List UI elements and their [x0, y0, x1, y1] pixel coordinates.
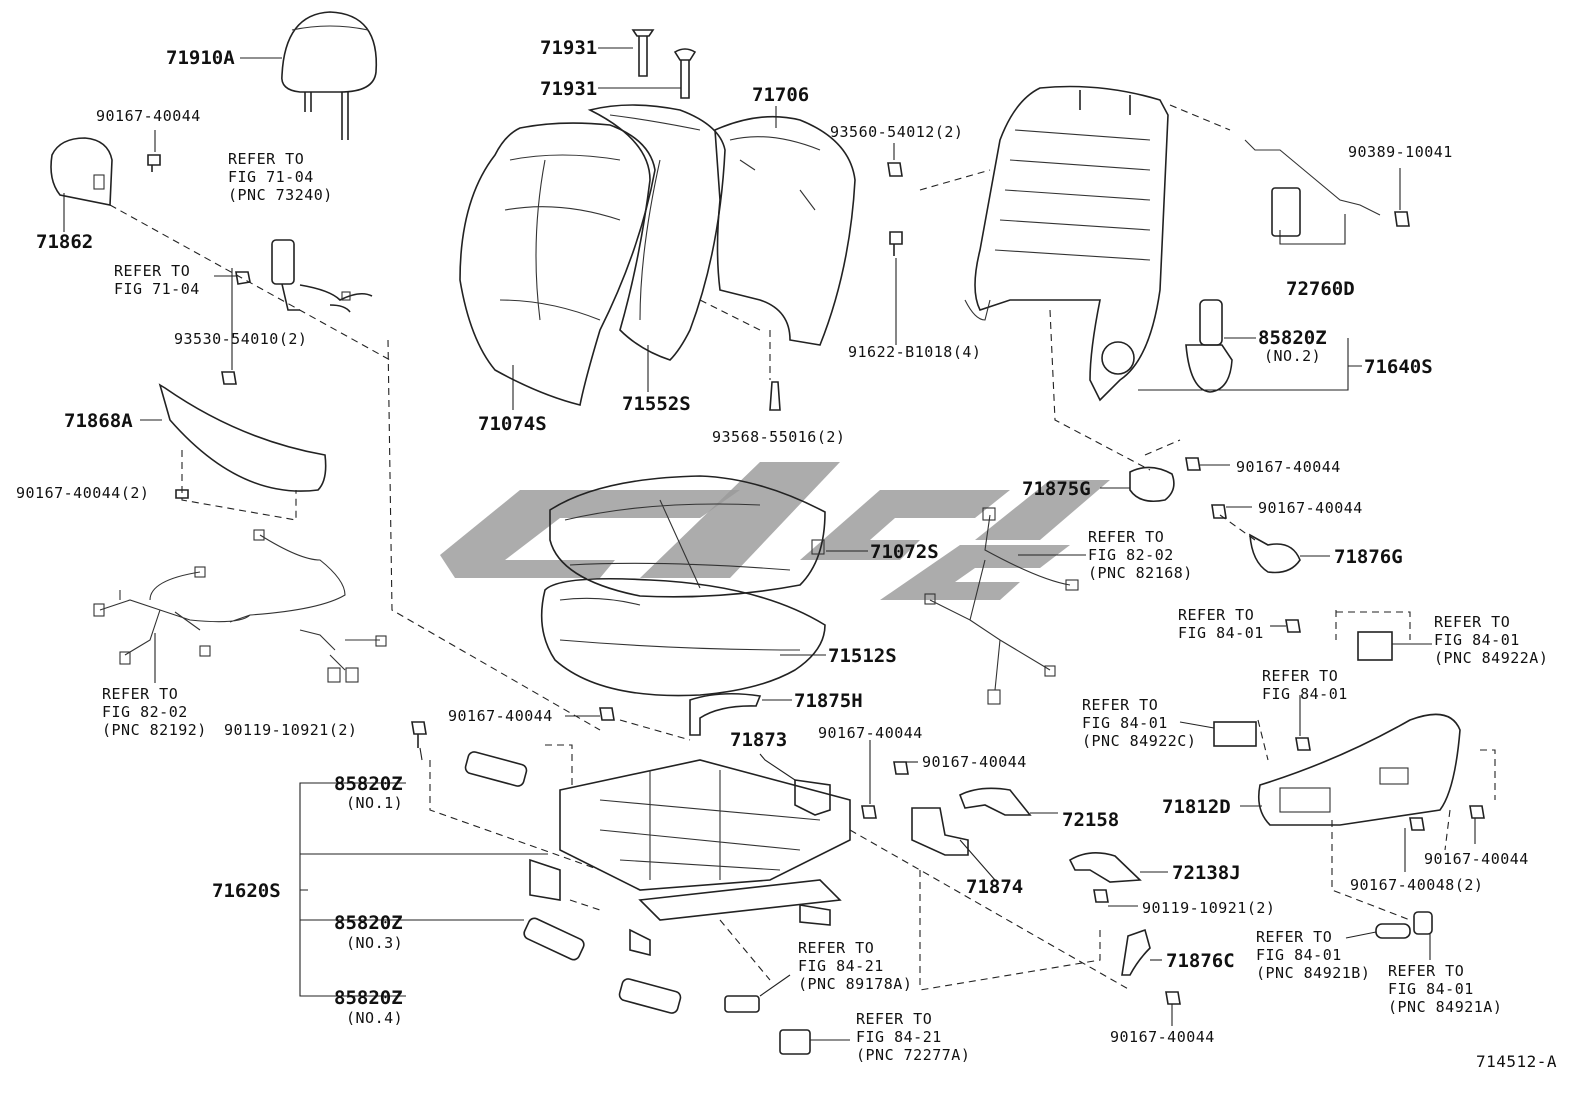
label-motor-no1-sub: (NO.1) — [346, 794, 404, 812]
label-cover-71875G: 71875G — [1022, 478, 1091, 500]
refer-fig-84-01-a: REFER TO FIG 84-01 — [1178, 606, 1264, 642]
refer-fig-71-04-pnc-73240: REFER TO FIG 71-04 (PNC 73240) — [228, 150, 333, 204]
motor-no2-drawing — [1185, 299, 1233, 393]
refer-fig-82-02-pnc-82168: REFER TO FIG 82-02 (PNC 82168) — [1088, 528, 1193, 582]
refer-fig-84-01-pnc-84922A: REFER TO FIG 84-01 (PNC 84922A) — [1434, 613, 1549, 667]
label-bracket-71874: 71874 — [966, 876, 1024, 898]
label-screw-90167-c: 90167-40044 — [1258, 499, 1363, 517]
buckle-drawing — [271, 239, 373, 313]
label-screw-93530: 93530-54010(2) — [174, 330, 308, 348]
label-wire-72760D: 72760D — [1286, 278, 1355, 300]
label-screw-93568: 93568-55016(2) — [712, 428, 846, 446]
trim-drawing — [158, 383, 327, 521]
back-frame-drawing — [964, 85, 1169, 402]
pin-drawing — [631, 29, 697, 99]
harness-left-drawing — [93, 529, 387, 683]
cover-71876G-drawing — [1249, 533, 1301, 574]
label-screw-90167-h: 90167-40044 — [1110, 1028, 1215, 1046]
harness-right-drawing — [924, 507, 1079, 705]
back-pad-drawing — [587, 104, 726, 361]
motor-no1-drawing — [464, 751, 528, 787]
label-side-cover-71862: 71862 — [36, 231, 94, 253]
label-screw-90167-48: 90167-40048(2) — [1350, 876, 1484, 894]
seat-cushion-drawing — [549, 475, 826, 598]
label-nut-90389: 90389-10041 — [1348, 143, 1453, 161]
label-screw-90167-f: 90167-40044 — [818, 724, 923, 742]
back-cover-drawing — [714, 115, 856, 346]
label-cover-71876G: 71876G — [1334, 546, 1403, 568]
label-trim-71868A: 71868A — [64, 410, 133, 432]
label-motor-no3: 85820Z — [334, 912, 403, 934]
label-screw-93560: 93560-54012(2) — [830, 123, 964, 141]
seat-adjuster-drawing — [529, 759, 851, 957]
label-motor-no3-sub: (NO.3) — [346, 934, 404, 952]
wire-drawing — [1244, 139, 1381, 237]
refer-fig-84-01-pnc-84922C: REFER TO FIG 84-01 (PNC 84922C) — [1082, 696, 1197, 750]
label-clip-72138J: 72138J — [1172, 862, 1241, 884]
refer-fig-84-21-pnc-89178A: REFER TO FIG 84-21 (PNC 89178A) — [798, 939, 913, 993]
shield-drawing — [1257, 713, 1461, 826]
label-cover-71876C: 71876C — [1166, 950, 1235, 972]
refer-fig-84-01-b: REFER TO FIG 84-01 — [1262, 667, 1348, 703]
refer-fig-84-01-pnc-84921B: REFER TO FIG 84-01 (PNC 84921B) — [1256, 928, 1371, 982]
label-screw-90119-left: 90119-10921(2) — [224, 721, 358, 739]
refer-fig-84-01-pnc-84921A: REFER TO FIG 84-01 (PNC 84921A) — [1388, 962, 1503, 1016]
label-motor-no1: 85820Z — [334, 773, 403, 795]
seat-pad-drawing — [540, 577, 826, 697]
motor-no4-drawing — [618, 978, 682, 1014]
refer-fig-84-21-pnc-72277A: REFER TO FIG 84-21 (PNC 72277A) — [856, 1010, 971, 1064]
label-motor-no2: 85820Z — [1258, 327, 1327, 349]
label-screw-90167-b: 90167-40044 — [1236, 458, 1341, 476]
refer-fig-71-04: REFER TO FIG 71-04 — [114, 262, 200, 298]
label-bracket-71873: 71873 — [730, 729, 788, 751]
label-pin-2: 71931 — [540, 78, 598, 100]
label-motor-no4: 85820Z — [334, 987, 403, 1009]
label-screw-90167-a: 90167-40044 — [96, 107, 201, 125]
label-frame-71640S: 71640S — [1364, 356, 1433, 378]
label-screw-90167-d: 90167-40044 — [1424, 850, 1529, 868]
headrest-drawing — [281, 11, 378, 140]
label-bracket-71875H: 71875H — [794, 690, 863, 712]
cover-71875G-drawing — [1129, 466, 1175, 503]
label-screw-90119-right: 90119-10921(2) — [1142, 899, 1276, 917]
label-pad-71512S: 71512S — [828, 645, 897, 667]
label-screw-90167-e: 90167-40044 — [448, 707, 553, 725]
label-headrest: 71910A — [166, 47, 235, 69]
label-screw-90167-x2-left: 90167-40044(2) — [16, 484, 150, 502]
label-cushion-71074S: 71074S — [478, 413, 547, 435]
watermark-logo — [440, 462, 1110, 600]
label-pad-71552S: 71552S — [622, 393, 691, 415]
label-clip-72158: 72158 — [1062, 809, 1120, 831]
label-shield-71812D: 71812D — [1162, 796, 1231, 818]
label-cushion-71072S: 71072S — [870, 541, 939, 563]
label-screw-90167-g: 90167-40044 — [922, 753, 1027, 771]
back-cushion-drawing — [459, 122, 656, 406]
label-adjuster-71620S: 71620S — [212, 880, 281, 902]
figure-code: 714512-A — [1476, 1052, 1558, 1071]
label-pin-1: 71931 — [540, 37, 598, 59]
motor-no3-drawing — [523, 917, 585, 961]
label-motor-no2-sub: (NO.2) — [1264, 347, 1322, 365]
refer-fig-82-02-pnc-82192: REFER TO FIG 82-02 (PNC 82192) — [102, 685, 207, 739]
label-motor-no4-sub: (NO.4) — [346, 1009, 404, 1027]
label-bolt-91622: 91622-B1018(4) — [848, 343, 982, 361]
side-cover-drawing — [50, 137, 113, 206]
label-back-cover: 71706 — [752, 84, 810, 106]
